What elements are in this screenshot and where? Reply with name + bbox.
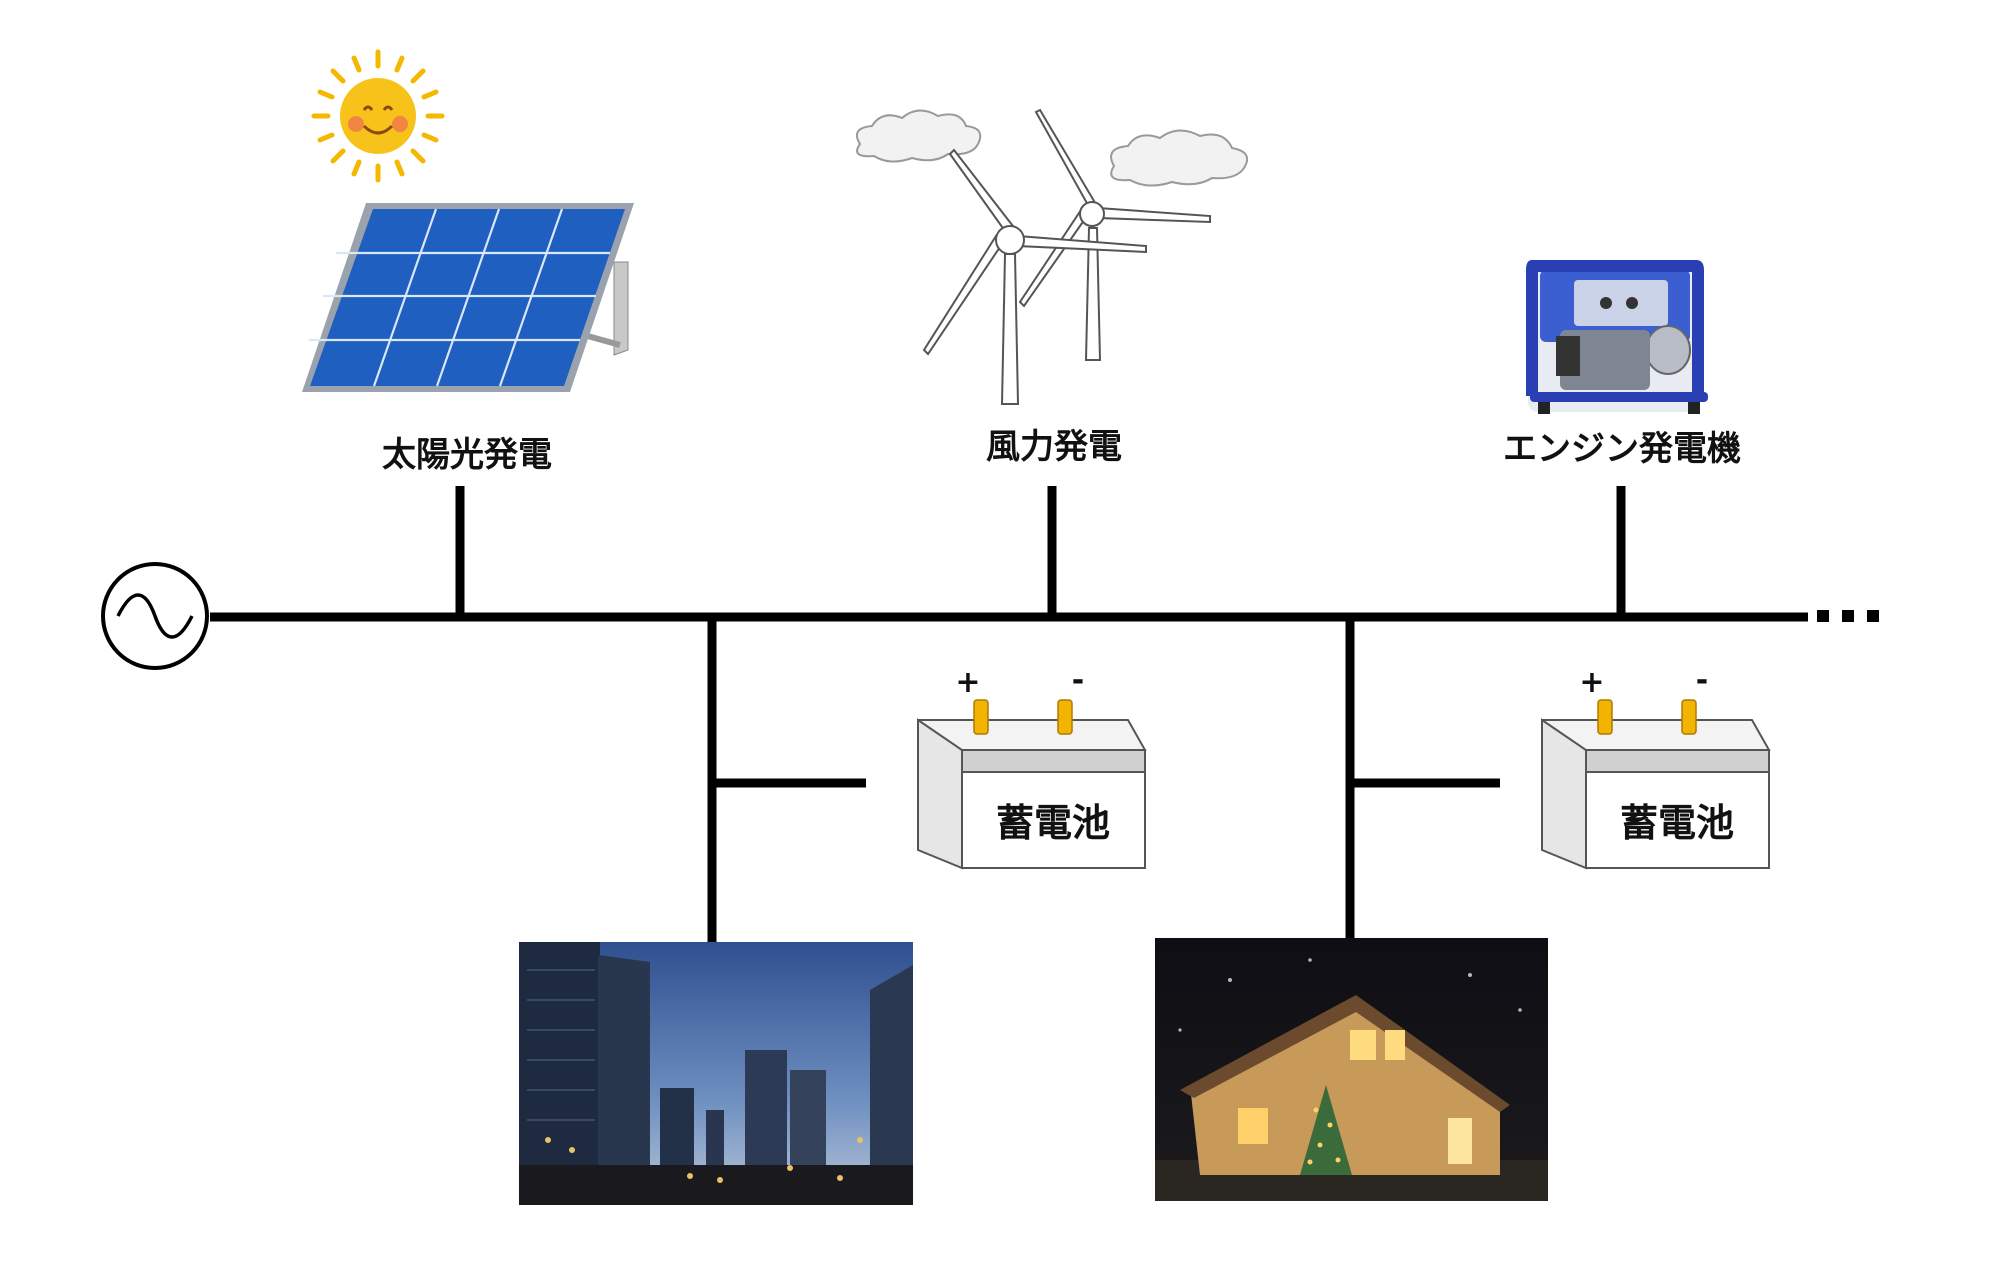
battery-icon	[917, 699, 1147, 870]
battery-plus-sign: +	[1579, 665, 1604, 700]
house-night-photo	[1155, 938, 1548, 1201]
power-lines	[210, 486, 1808, 942]
cloud-icon	[856, 109, 982, 163]
bus-continuation-dots	[1817, 610, 1879, 622]
battery-label: 蓄電池	[1620, 801, 1734, 845]
solar-label: 太陽光発電	[382, 435, 552, 475]
battery-label: 蓄電池	[996, 801, 1110, 845]
solar-panel-icon	[302, 203, 634, 392]
wind-turbine-icon	[922, 108, 1211, 405]
sun-icon	[311, 49, 445, 183]
battery-icon	[1541, 699, 1771, 870]
engine-label: エンジン発電機	[1503, 429, 1741, 469]
battery-minus-sign: -	[1696, 663, 1708, 698]
engine-generator-icon	[1526, 260, 1708, 414]
cloud-icon	[1110, 129, 1248, 187]
city-night-photo	[519, 942, 913, 1205]
ac-source-icon	[101, 562, 209, 670]
battery-minus-sign: -	[1072, 663, 1084, 698]
wind-label: 風力発電	[986, 427, 1122, 467]
battery-plus-sign: +	[955, 665, 980, 700]
